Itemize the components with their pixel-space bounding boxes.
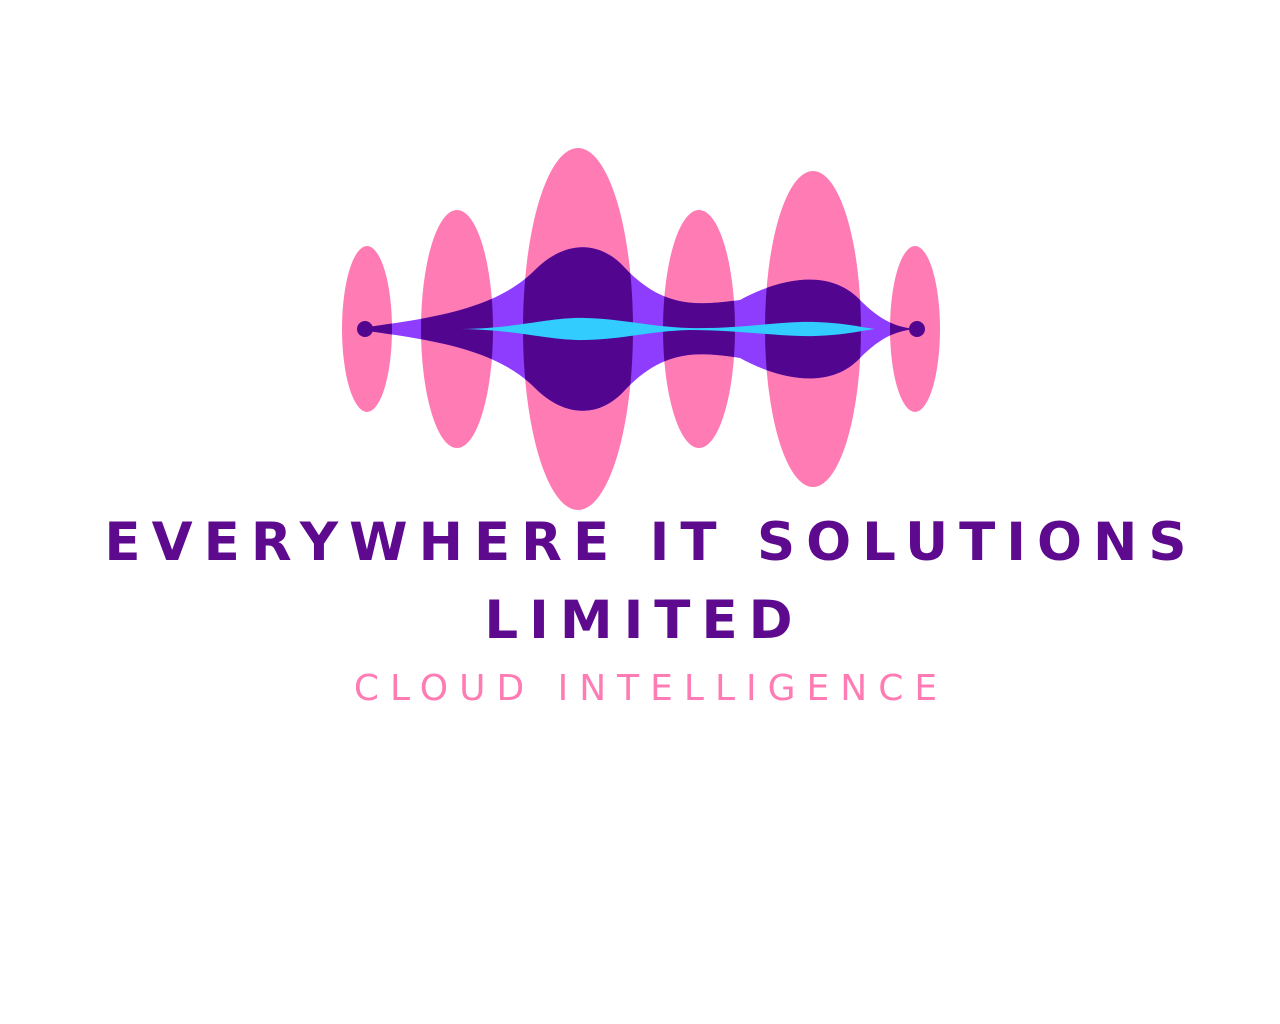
wave-end-left — [357, 321, 373, 337]
company-name-line-1: EVERYWHERE IT SOLUTIONS — [104, 512, 1198, 573]
sound-wave-icon — [342, 148, 940, 510]
wave-core — [462, 317, 875, 341]
company-name-line-2: LIMITED — [484, 590, 804, 651]
wave-end-right — [909, 321, 925, 337]
tagline: CLOUD INTELLIGENCE — [353, 668, 949, 709]
